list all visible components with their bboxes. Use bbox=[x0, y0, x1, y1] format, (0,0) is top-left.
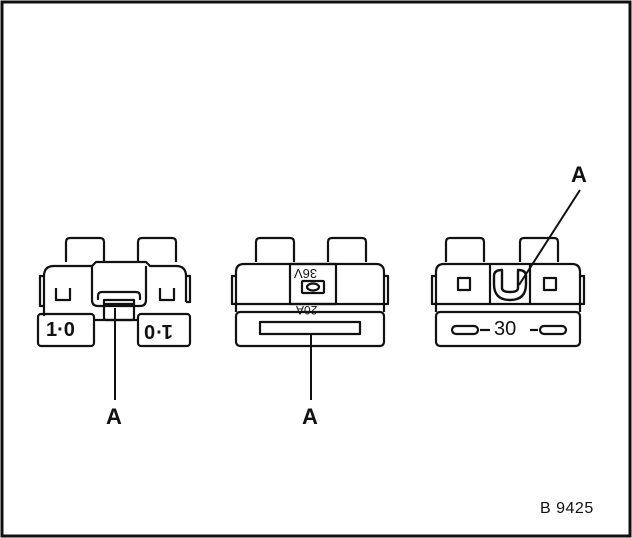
fuse-3-plate bbox=[434, 310, 582, 348]
fuse-2-right-prong bbox=[326, 236, 368, 262]
fuse-2-voltage: 36V bbox=[294, 266, 318, 281]
fuse-2-left-prong bbox=[254, 236, 296, 262]
fuse-3-right-slot bbox=[538, 324, 568, 336]
fuse-3-body bbox=[434, 262, 582, 312]
callout-leader-3 bbox=[518, 189, 581, 286]
fuse-2-rating: 20A bbox=[296, 303, 318, 317]
fuse-1-left-plate bbox=[36, 312, 96, 348]
fuse-1-body bbox=[42, 260, 188, 316]
fuse-3-left-prong bbox=[444, 236, 486, 262]
fuse-1-right-plate bbox=[136, 312, 192, 348]
fuse-3-right-window bbox=[542, 276, 558, 292]
fuse-1-left-label: 1·0 bbox=[46, 319, 75, 341]
fuse-3-link bbox=[492, 268, 528, 302]
fuse-1-right-label: 1·0 bbox=[144, 320, 173, 342]
fuse-3-rating: 30 bbox=[494, 318, 517, 340]
fuse-2 bbox=[230, 236, 390, 348]
fuse-1-right-prong bbox=[136, 236, 178, 262]
callout-a-fuse-1: A bbox=[106, 404, 122, 429]
fuse-1 bbox=[36, 236, 192, 348]
callout-a-fuse-2: A bbox=[302, 404, 318, 429]
fuse-1-left-prong bbox=[64, 236, 106, 262]
callout-a-fuse-3: A bbox=[571, 162, 587, 187]
fuse-3-right-prong bbox=[518, 236, 560, 262]
fuse-3 bbox=[430, 236, 586, 348]
fuse-3-left-slot bbox=[450, 324, 480, 336]
fuse-2-window bbox=[258, 320, 362, 336]
fuse-3-left-window bbox=[456, 276, 472, 292]
figure-id: B 9425 bbox=[540, 500, 594, 517]
